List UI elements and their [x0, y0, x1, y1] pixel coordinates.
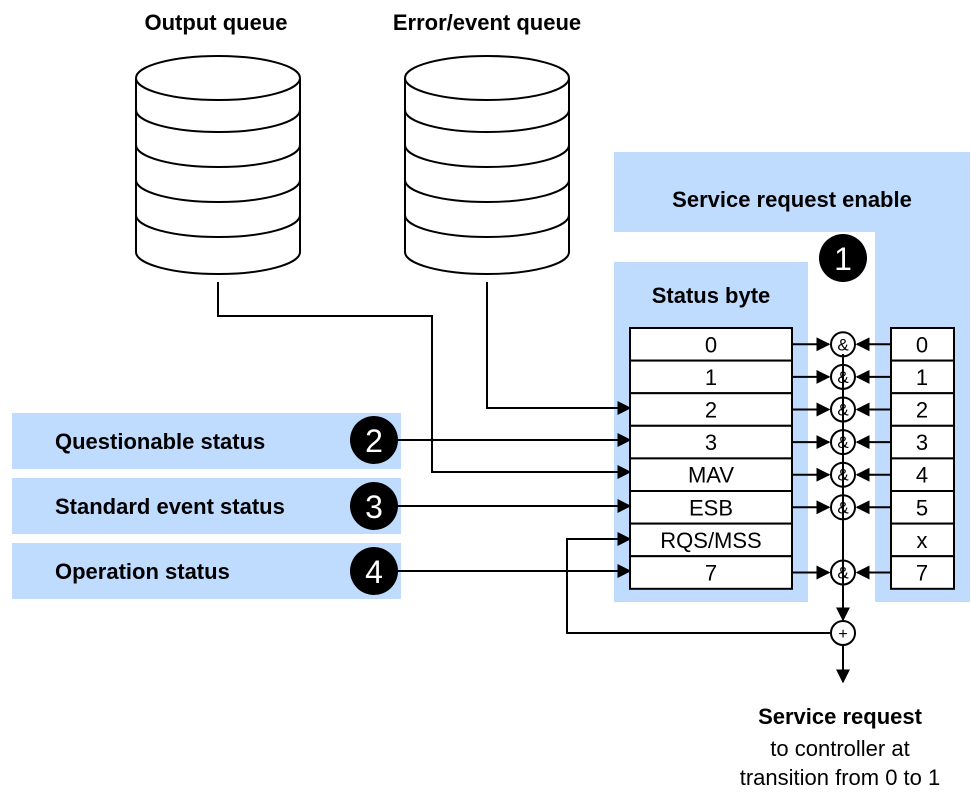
output-queue-cylinder — [135, 55, 301, 275]
sre-bit-label: 3 — [916, 430, 928, 455]
or-feedback-wire — [566, 532, 831, 634]
status-byte-bit-label: 3 — [705, 430, 717, 455]
error-queue-wire — [486, 282, 632, 415]
service-request-enable-panel — [614, 152, 970, 602]
output-queue-title: Output queue — [145, 10, 288, 35]
service-request-line2: transition from 0 to 1 — [740, 765, 941, 790]
standard-event-status-label: Standard event status — [55, 494, 285, 519]
service-request-line1: to controller at — [770, 736, 909, 761]
marker-3: 3 — [350, 482, 398, 530]
svg-text:4: 4 — [365, 554, 383, 590]
sre-bit-box — [890, 522, 955, 558]
operation-status-label: Operation status — [55, 559, 230, 584]
sre-bit-box — [890, 490, 955, 525]
questionable-status-panel — [12, 413, 401, 469]
sre-bit-box — [890, 555, 955, 590]
sre-bit-label: 2 — [916, 398, 928, 423]
status-byte-bit-label: ESB — [689, 495, 733, 520]
status-byte-bit-box — [629, 522, 793, 558]
operation-status-panel — [12, 543, 401, 599]
status-byte-bit-label: 1 — [705, 365, 717, 390]
status-byte-bit-box — [629, 327, 793, 362]
sre-bit-box — [890, 359, 955, 395]
sre-bit-label: 5 — [916, 495, 928, 520]
status-byte-title: Status byte — [652, 283, 771, 308]
output-queue-wire — [217, 282, 632, 479]
or-gate: + — [830, 620, 856, 646]
or-symbol: + — [838, 626, 847, 643]
and-symbol: & — [837, 335, 849, 354]
marker-4: 4 — [350, 547, 398, 595]
status-byte-bit-label: 7 — [705, 561, 717, 586]
status-byte-bit-label: MAV — [688, 463, 734, 488]
svg-text:1: 1 — [834, 241, 852, 277]
sre-bit-label: 7 — [916, 561, 928, 586]
sre-bit-label: 4 — [916, 463, 928, 488]
status-byte-bit-label: RQS/MSS — [660, 528, 761, 553]
wires — [217, 282, 850, 684]
questionable-status-label: Questionable status — [55, 429, 265, 454]
and-gates: &&&&&&& — [792, 331, 891, 586]
service-request-title: Service request — [758, 704, 923, 729]
sre-bit-box — [890, 424, 955, 460]
svg-text:3: 3 — [365, 489, 383, 525]
marker-2: 2 — [350, 416, 398, 464]
status-byte-bit-label: 0 — [705, 332, 717, 357]
error-event-queue-cylinder — [404, 55, 570, 275]
service-request-enable-register: 0 1 2 3 4 5 x 7 — [890, 327, 955, 590]
status-byte-bit-box — [629, 555, 793, 590]
sre-bit-label: 0 — [916, 332, 928, 357]
service-request-enable-title: Service request enable — [672, 187, 912, 212]
svg-text:2: 2 — [365, 423, 383, 459]
standard-event-status-panel — [12, 478, 401, 534]
sre-bit-label: 1 — [916, 365, 928, 390]
error-event-queue-title: Error/event queue — [393, 10, 581, 35]
and-gate: & — [792, 331, 891, 358]
marker-1: 1 — [819, 234, 867, 282]
status-byte-bit-label: 2 — [705, 398, 717, 423]
sre-bit-label: x — [917, 528, 928, 553]
